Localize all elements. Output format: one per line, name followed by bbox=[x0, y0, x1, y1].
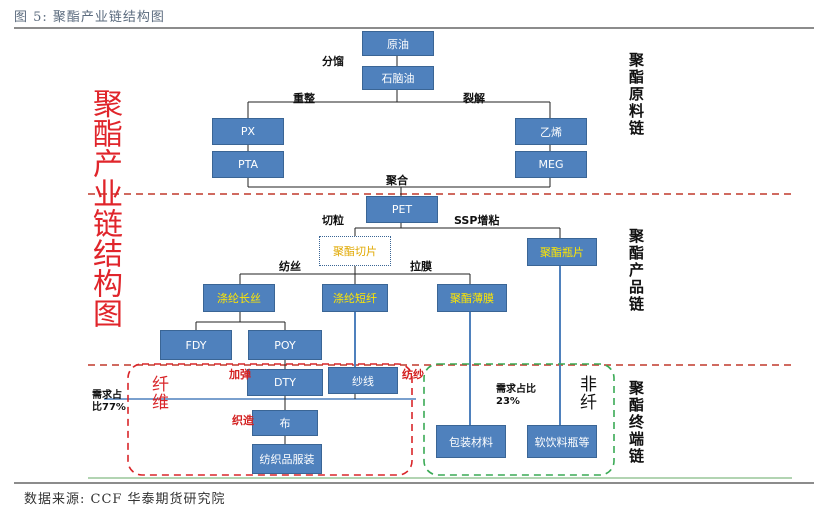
node-garment: 纺织品服装 bbox=[252, 444, 322, 474]
fiber-demand-share: 需求占比77% bbox=[92, 390, 126, 413]
label-pelletizing: 切粒 bbox=[322, 214, 344, 227]
label-reforming: 重整 bbox=[293, 92, 315, 105]
node-staple-fiber: 涤纶短纤 bbox=[322, 284, 388, 312]
node-polyester-chip: 聚酯切片 bbox=[319, 236, 391, 266]
node-meg: MEG bbox=[515, 151, 587, 178]
label-yarn-spinning: 纺纱 bbox=[402, 368, 424, 381]
nonfiber-group-label: 非纤 bbox=[580, 375, 597, 413]
label-ssp: SSP增粘 bbox=[454, 214, 500, 227]
node-px: PX bbox=[212, 118, 284, 145]
main-vertical-title: 聚酯产业链结构图 bbox=[87, 88, 122, 328]
node-pet: PET bbox=[366, 196, 438, 223]
node-packaging: 包装材料 bbox=[436, 425, 506, 458]
node-poy: POY bbox=[248, 330, 322, 360]
node-fdy: FDY bbox=[160, 330, 232, 360]
label-film-drawing: 拉膜 bbox=[410, 260, 432, 273]
label-polymerization: 聚合 bbox=[386, 174, 408, 187]
label-cracking: 裂解 bbox=[463, 92, 485, 105]
node-ethylene: 乙烯 bbox=[515, 118, 587, 145]
node-cloth: 布 bbox=[252, 410, 318, 436]
label-spinning: 纺丝 bbox=[279, 260, 301, 273]
section-label-product: 聚酯产品链 bbox=[627, 228, 645, 313]
nonfiber-demand-share: 需求占比23% bbox=[496, 384, 536, 407]
node-pta: PTA bbox=[212, 151, 284, 178]
top-rule bbox=[14, 27, 814, 29]
node-bottle-chip: 聚酯瓶片 bbox=[527, 238, 597, 266]
node-yarn: 纱线 bbox=[328, 367, 398, 394]
label-texturing: 加弹 bbox=[229, 368, 251, 381]
bottom-rule bbox=[14, 482, 814, 484]
data-source: 数据来源: CCF 华泰期货研究院 bbox=[24, 492, 226, 507]
label-weaving: 织造 bbox=[232, 414, 254, 427]
fiber-group-frame bbox=[127, 363, 413, 476]
node-crude-oil: 原油 bbox=[362, 31, 434, 56]
figure-title: 图 5: 聚酯产业链结构图 bbox=[14, 10, 165, 25]
fiber-group-label: 纤维 bbox=[152, 375, 169, 413]
label-fractionation: 分馏 bbox=[322, 55, 344, 68]
node-film: 聚酯薄膜 bbox=[437, 284, 507, 312]
section-label-end: 聚酯终端链 bbox=[627, 380, 645, 465]
node-dty: DTY bbox=[247, 369, 323, 396]
node-softdrink-bottles: 软饮料瓶等 bbox=[527, 425, 597, 458]
node-naphtha: 石脑油 bbox=[362, 66, 434, 90]
section-label-raw: 聚酯原料链 bbox=[627, 52, 645, 137]
node-filament: 涤纶长丝 bbox=[203, 284, 275, 312]
